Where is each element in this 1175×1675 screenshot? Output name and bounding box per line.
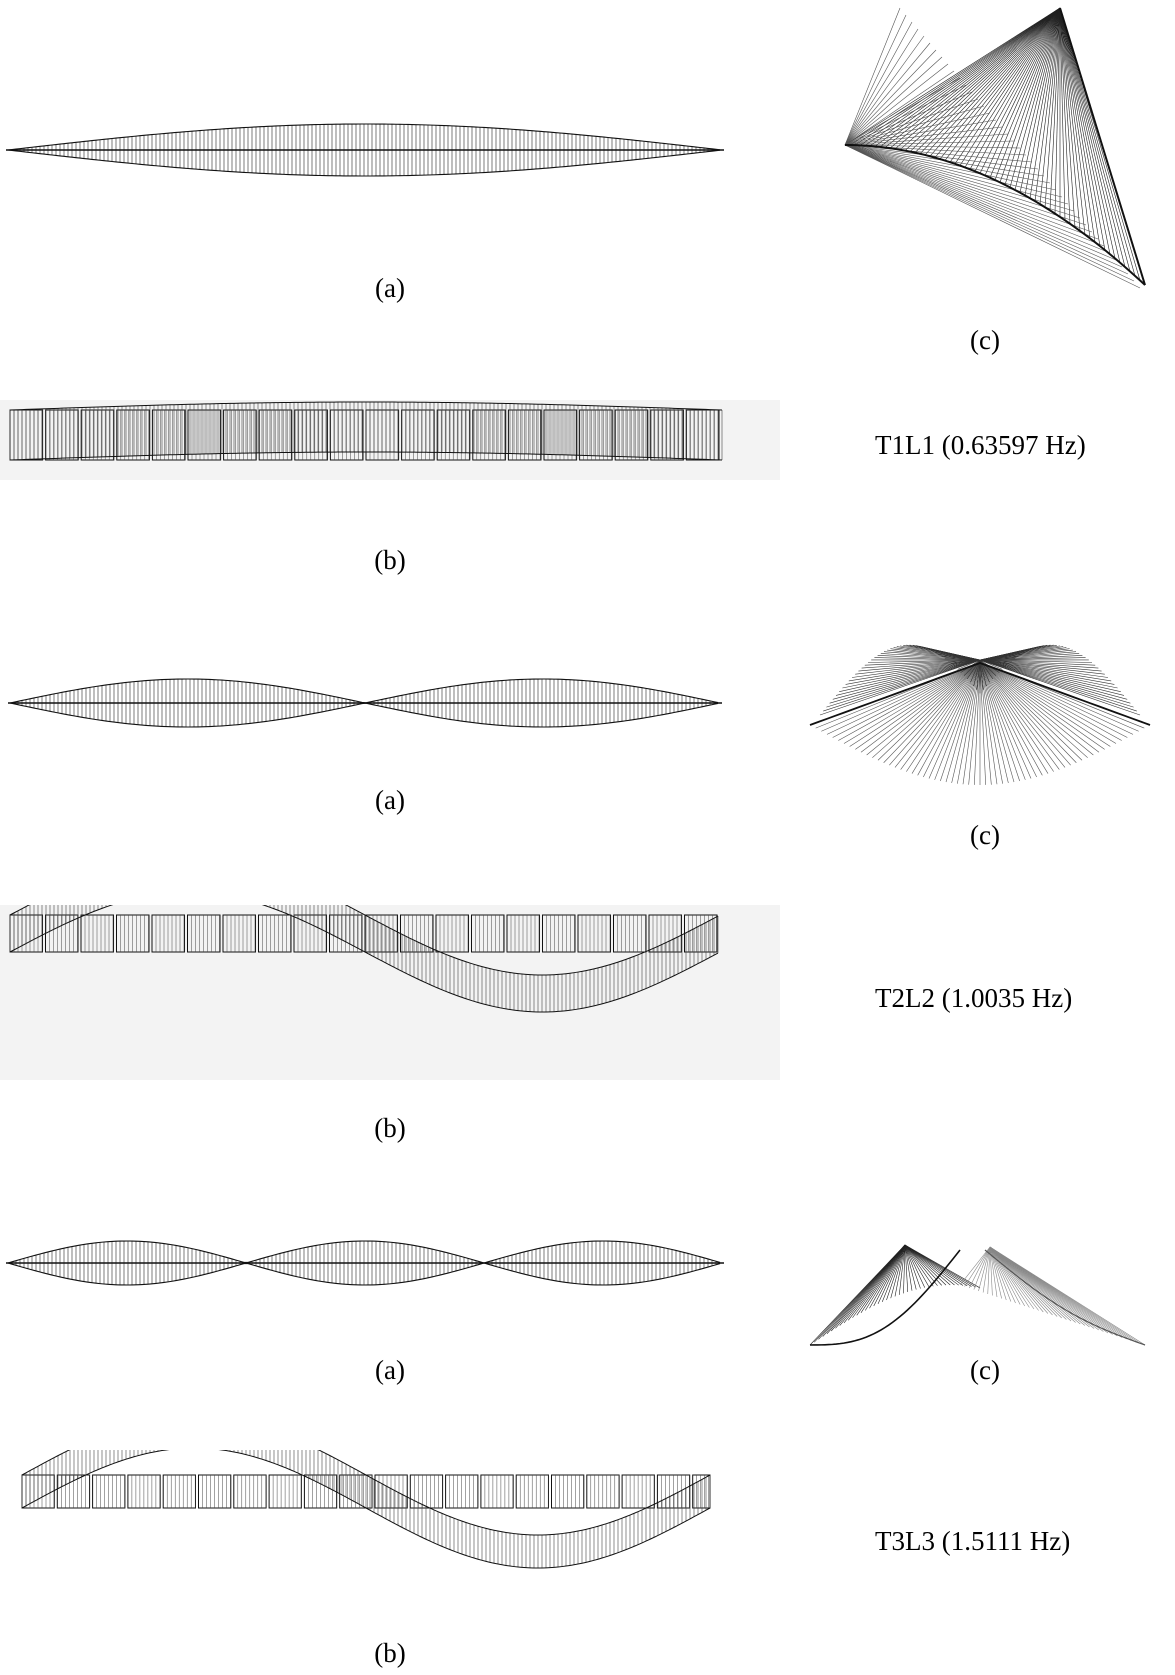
mode2-caption-b: (b) <box>360 1113 420 1143</box>
mode1-section-view <box>810 0 1170 330</box>
mode2-plan-view <box>0 670 780 750</box>
mode3-elevation-view-drawing <box>0 1450 780 1630</box>
deck-edge-lower <box>10 703 718 727</box>
mode3-caption-c: (c) <box>955 1355 1015 1385</box>
mode1-plan-view <box>0 100 780 210</box>
deck-edge-upper <box>10 679 718 703</box>
mode3-section-view-drawing <box>790 1225 1170 1355</box>
mode2-section-view-drawing <box>790 630 1170 800</box>
mode1-elevation-view-drawing <box>0 400 780 480</box>
mode2-section-view <box>790 630 1170 800</box>
mode1-caption-b: (b) <box>360 545 420 575</box>
mode1-caption-a: (a) <box>360 273 420 303</box>
section-ridge <box>1060 8 1145 285</box>
mode1-caption-c: (c) <box>955 325 1015 355</box>
mode3-caption-b: (b) <box>360 1638 420 1668</box>
section-fan-left <box>810 1245 980 1345</box>
mode3-elevation-view <box>0 1450 780 1630</box>
deformed-girder-bottom <box>22 1450 710 1568</box>
mode2-caption-c: (c) <box>955 820 1015 850</box>
mode3-frequency-label: T3L3 (1.5111 Hz) <box>875 1526 1070 1556</box>
mode3-section-view <box>790 1225 1170 1355</box>
mode3-caption-a: (a) <box>360 1355 420 1385</box>
section-fan-right <box>960 1247 1145 1345</box>
mode3-plan-view <box>0 1225 780 1300</box>
mode1-elevation-view <box>0 400 780 480</box>
mode1-frequency-label: T1L1 (0.63597 Hz) <box>875 430 1086 460</box>
mode2-elevation-view <box>0 905 780 1080</box>
mode2-plan-view-drawing <box>0 670 780 750</box>
mode2-caption-a: (a) <box>360 785 420 815</box>
mode1-plan-view-drawing <box>0 100 780 210</box>
mode2-frequency-label: T2L2 (1.0035 Hz) <box>875 983 1072 1013</box>
mode3-plan-view-drawing <box>0 1225 780 1300</box>
deformed-girder <box>22 1450 710 1568</box>
mode1-section-view-drawing <box>810 0 1170 330</box>
mode2-elevation-view-drawing <box>0 905 780 1080</box>
